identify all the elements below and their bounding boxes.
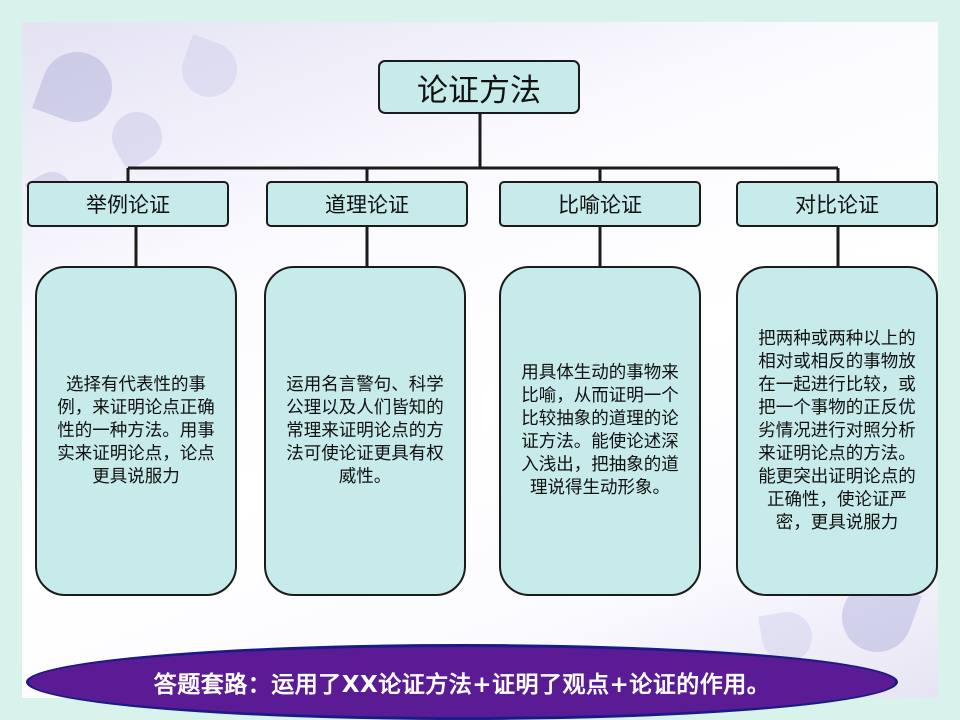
answer-formula-text: 答题套路：运用了XX论证方法+证明了观点+论证的作用。 — [153, 672, 771, 698]
category-node-reasoning: 道理论证 — [266, 181, 468, 227]
category-node-metaphor: 比喻论证 — [499, 181, 701, 227]
root-node: 论证方法 — [378, 60, 580, 114]
flower-decoration — [32, 42, 122, 132]
category-label: 道理论证 — [325, 193, 409, 217]
description-box-example: 选择有代表性的事例，来证明论点正确性的一种方法。用事实来证明论点，论点更具说服力 — [35, 266, 237, 596]
root-node-label: 论证方法 — [417, 72, 541, 109]
description-box-metaphor: 用具体生动的事物来比喻，从而证明一个比较抽象的道理的论证方法。能使论述深入浅出，… — [499, 266, 701, 596]
category-node-contrast: 对比论证 — [736, 181, 938, 227]
description-text: 把两种或两种以上的相对或相反的事物放在一起进行比较，或把一个事物的正反优劣情况进… — [758, 328, 916, 533]
description-text: 用具体生动的事物来比喻，从而证明一个比较抽象的道理的论证方法。能使论述深入浅出，… — [521, 363, 679, 498]
answer-formula-banner: 答题套路：运用了XX论证方法+证明了观点+论证的作用。 — [26, 644, 898, 720]
description-box-reasoning: 运用名言警句、科学公理以及人们皆知的常理来证明论点的方法可使论证更具有权威性。 — [264, 266, 466, 596]
category-node-example: 举例论证 — [27, 181, 229, 227]
category-label: 举例论证 — [86, 193, 170, 217]
flower-decoration — [102, 102, 172, 172]
description-text: 选择有代表性的事例，来证明论点正确性的一种方法。用事实来证明论点，论点更具说服力 — [57, 374, 215, 487]
category-label: 比喻论证 — [558, 193, 642, 217]
description-text: 运用名言警句、科学公理以及人们皆知的常理来证明论点的方法可使论证更具有权威性。 — [286, 374, 444, 487]
flower-decoration — [174, 34, 245, 105]
description-box-contrast: 把两种或两种以上的相对或相反的事物放在一起进行比较，或把一个事物的正反优劣情况进… — [736, 266, 938, 596]
category-label: 对比论证 — [795, 193, 879, 217]
